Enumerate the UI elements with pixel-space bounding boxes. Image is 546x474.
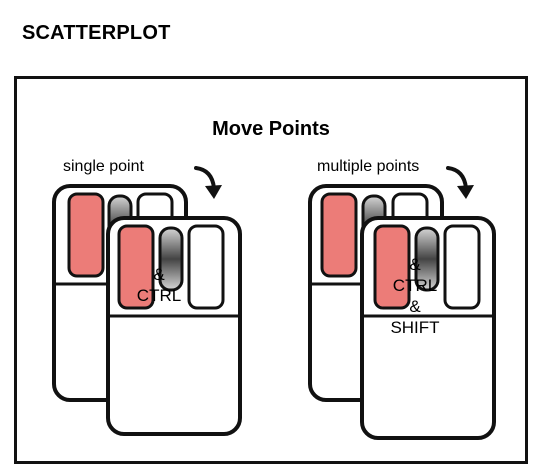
modifier-ampersand: & bbox=[409, 297, 421, 316]
modifier-ctrl: CTRL bbox=[136, 286, 182, 305]
modifier-ampersand: & bbox=[409, 255, 421, 274]
panel-title: Move Points bbox=[212, 118, 330, 140]
modifier-keys-single: & CTRL bbox=[96, 264, 222, 306]
caption-multiple-points: multiple points bbox=[317, 158, 420, 175]
curved-arrow-icon bbox=[446, 166, 474, 199]
modifier-keys-multiple: & CTRL & SHIFT bbox=[352, 254, 478, 338]
modifier-shift: SHIFT bbox=[390, 318, 440, 337]
modifier-ctrl: CTRL bbox=[392, 276, 438, 295]
modifier-ampersand: & bbox=[153, 265, 165, 284]
mouse-icon bbox=[360, 216, 496, 440]
curved-arrow-icon bbox=[194, 166, 222, 199]
mouse-icon bbox=[106, 216, 242, 436]
section-title: SCATTERPLOT bbox=[22, 22, 171, 44]
caption-single-point: single point bbox=[63, 158, 144, 175]
